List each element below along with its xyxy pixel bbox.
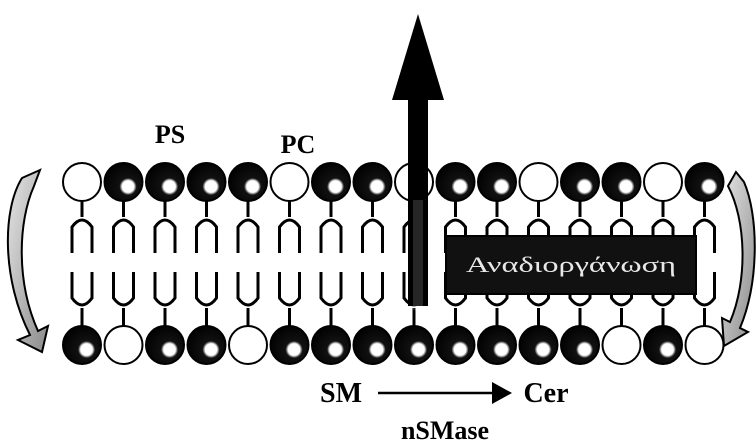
- right-flip-arrow: [722, 172, 755, 346]
- pc-label: PC: [281, 130, 316, 159]
- outer-lipid-head: [644, 163, 682, 201]
- inner-lipid-head: [603, 326, 641, 364]
- outer-lipid-head: [478, 163, 516, 201]
- outer-lipid-tail: [363, 201, 383, 253]
- cer-label: Cer: [523, 378, 568, 409]
- outer-lipid-head: [603, 163, 641, 201]
- inner-lipid-tail: [197, 272, 217, 326]
- inner-lipid-head: [354, 326, 392, 364]
- outer-lipid-head: [229, 163, 267, 201]
- inner-lipid-tail: [72, 272, 92, 326]
- outer-lipid-tail: [321, 201, 341, 253]
- outer-lipid-tail: [197, 201, 217, 253]
- left-flip-arrow: [8, 170, 48, 352]
- outer-lipid-head: [105, 163, 143, 201]
- inner-lipid-head: [561, 326, 599, 364]
- outer-lipid-tail: [238, 201, 258, 253]
- inner-lipid-head: [229, 326, 267, 364]
- inner-lipid-head: [63, 326, 101, 364]
- inner-lipid-head: [312, 326, 350, 364]
- reorganization-label: Αναδιοργάνωση: [466, 252, 676, 277]
- reaction-arrow: [378, 382, 512, 404]
- outer-lipid-tail: [695, 201, 715, 253]
- outer-lipid-head: [271, 163, 309, 201]
- outer-lipid-head: [146, 163, 184, 201]
- inner-lipid-tail: [155, 272, 175, 326]
- sm-label: SM: [320, 378, 362, 409]
- outer-lipid-head: [312, 163, 350, 201]
- export-arrow: [392, 14, 444, 310]
- inner-lipid-tail: [280, 272, 300, 326]
- inner-lipid-head: [146, 326, 184, 364]
- outer-lipid-tail: [280, 201, 300, 253]
- inner-lipid-tail: [321, 272, 341, 326]
- outer-lipid-head: [63, 163, 101, 201]
- inner-lipid-head: [271, 326, 309, 364]
- inner-lipid-tail: [114, 272, 134, 326]
- outer-lipid-tail: [72, 201, 92, 253]
- nsmase-label: nSMase: [401, 416, 489, 445]
- inner-lipid-tail: [695, 272, 715, 326]
- inner-lipid-head: [520, 326, 558, 364]
- inner-lipid-head: [478, 326, 516, 364]
- inner-lipid-tail: [363, 272, 383, 326]
- outer-lipid-head: [686, 163, 724, 201]
- ps-label: PS: [155, 120, 185, 149]
- inner-lipid-head: [437, 326, 475, 364]
- inner-lipid-head: [686, 326, 724, 364]
- inner-lipid-head: [188, 326, 226, 364]
- outer-lipid-tail: [114, 201, 134, 253]
- inner-lipid-head: [395, 326, 433, 364]
- inner-lipid-head: [644, 326, 682, 364]
- inner-lipid-head: [105, 326, 143, 364]
- outer-lipid-tail: [155, 201, 175, 253]
- inner-lipid-tail: [238, 272, 258, 326]
- outer-lipid-head: [561, 163, 599, 201]
- outer-lipid-head: [188, 163, 226, 201]
- outer-lipid-head: [520, 163, 558, 201]
- outer-lipid-head: [354, 163, 392, 201]
- outer-lipid-head: [437, 163, 475, 201]
